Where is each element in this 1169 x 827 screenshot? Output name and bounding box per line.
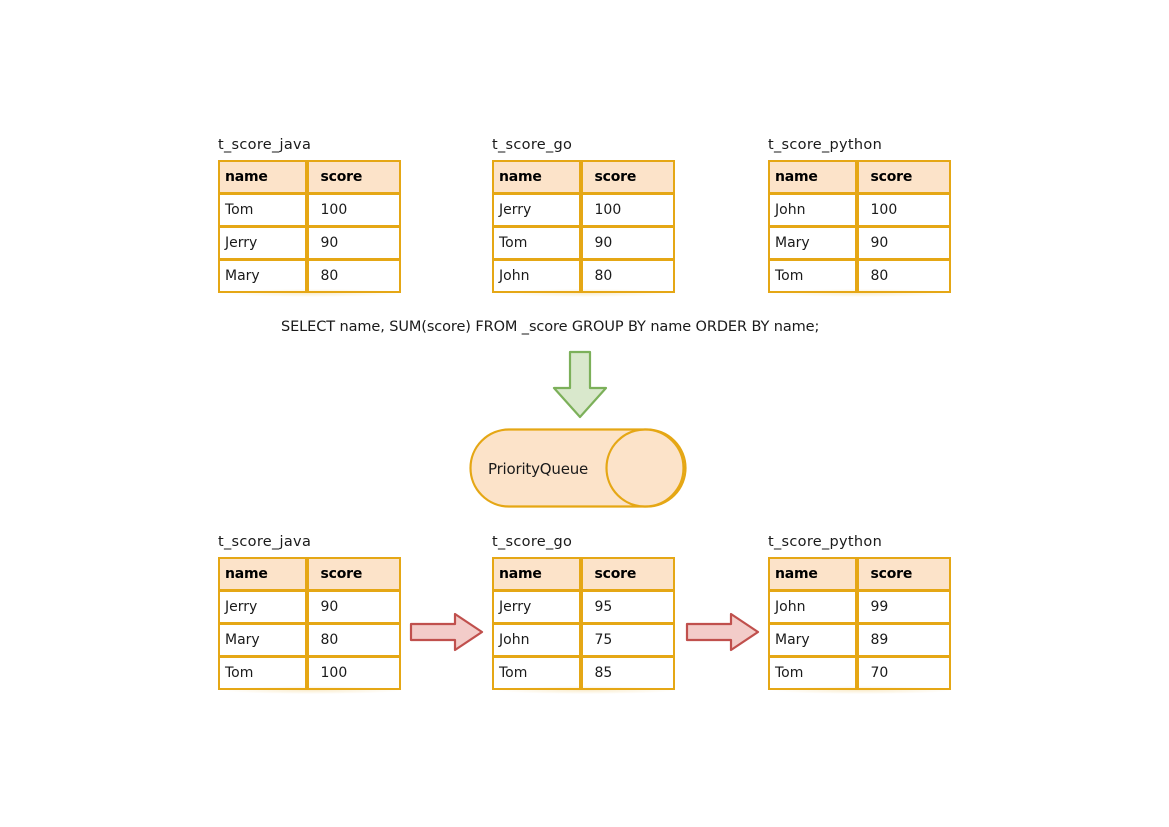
cell-score: 90 [306, 226, 401, 260]
table-title-bottom-java: t_score_java [218, 534, 312, 550]
header-cell-name: name [218, 159, 307, 194]
table-header-row: name score [492, 556, 675, 591]
cell-score: 90 [306, 590, 401, 624]
cell-name: Mary [768, 623, 857, 657]
table-row: Jerry 100 [492, 193, 675, 227]
header-cell-score: score [306, 159, 401, 194]
table-row: Jerry 90 [218, 226, 401, 260]
priority-queue-label: PriorityQueue [488, 460, 589, 478]
cell-name: Tom [218, 193, 307, 227]
cell-score: 90 [580, 226, 675, 260]
table-row: Mary 89 [768, 623, 951, 657]
cell-name: Tom [768, 259, 857, 293]
cell-score: 80 [306, 259, 401, 293]
cell-score: 85 [580, 656, 675, 690]
header-cell-name: name [492, 159, 581, 194]
table-row: Mary 80 [218, 623, 401, 657]
table-row: Tom 100 [218, 193, 401, 227]
cell-name: John [768, 193, 857, 227]
table-row: Tom 70 [768, 656, 951, 690]
table-row: John 100 [768, 193, 951, 227]
cell-name: John [492, 259, 581, 293]
table-header-row: name score [768, 556, 951, 591]
cell-score: 100 [306, 193, 401, 227]
red-right-arrow-icon-2 [685, 612, 760, 652]
header-cell-score: score [856, 556, 951, 591]
table-block-bottom-python: t_score_python name score John 99 Mary 8… [768, 534, 953, 694]
cell-score: 89 [856, 623, 951, 657]
header-cell-score: score [306, 556, 401, 591]
cell-name: Mary [218, 259, 307, 293]
header-cell-name: name [492, 556, 581, 591]
table-title-top-go: t_score_go [492, 137, 573, 153]
table-row: John 99 [768, 590, 951, 624]
table-row: Jerry 90 [218, 590, 401, 624]
cell-score: 75 [580, 623, 675, 657]
cell-score: 70 [856, 656, 951, 690]
sql-statement: SELECT name, SUM(score) FROM _score GROU… [281, 319, 820, 335]
score-table-bottom-go: name score Jerry 95 John 75 Tom 85 [492, 556, 675, 690]
table-header-row: name score [768, 159, 951, 194]
table-row: Jerry 95 [492, 590, 675, 624]
header-cell-name: name [768, 556, 857, 591]
table-row: Tom 80 [768, 259, 951, 293]
score-table-top-python: name score John 100 Mary 90 Tom 80 [768, 159, 951, 293]
cell-name: John [768, 590, 857, 624]
score-table-top-java: name score Tom 100 Jerry 90 Mary 80 [218, 159, 401, 293]
table-header-row: name score [218, 159, 401, 194]
table-header-row: name score [492, 159, 675, 194]
priority-queue-node: PriorityQueue [468, 427, 688, 513]
header-cell-score: score [580, 556, 675, 591]
cell-score: 80 [856, 259, 951, 293]
red-right-arrow-icon-1 [409, 612, 484, 652]
green-down-arrow-icon [552, 350, 608, 419]
cell-score: 95 [580, 590, 675, 624]
table-title-bottom-go: t_score_go [492, 534, 573, 550]
cell-name: John [492, 623, 581, 657]
cell-score: 99 [856, 590, 951, 624]
table-block-bottom-go: t_score_go name score Jerry 95 John 75 T… [492, 534, 677, 694]
cell-name: Jerry [218, 226, 307, 260]
cell-score: 80 [306, 623, 401, 657]
table-row: John 80 [492, 259, 675, 293]
table-title-top-python: t_score_python [768, 137, 883, 153]
cell-name: Tom [492, 656, 581, 690]
table-row: Mary 80 [218, 259, 401, 293]
cell-name: Jerry [492, 193, 581, 227]
cell-name: Tom [768, 656, 857, 690]
cell-score: 90 [856, 226, 951, 260]
header-cell-name: name [768, 159, 857, 194]
cell-name: Tom [218, 656, 307, 690]
table-row: Tom 90 [492, 226, 675, 260]
cell-score: 100 [856, 193, 951, 227]
table-header-row: name score [218, 556, 401, 591]
score-table-bottom-java: name score Jerry 90 Mary 80 Tom 100 [218, 556, 401, 690]
header-cell-score: score [580, 159, 675, 194]
cell-score: 100 [580, 193, 675, 227]
table-row: Tom 100 [218, 656, 401, 690]
table-title-bottom-python: t_score_python [768, 534, 883, 550]
header-cell-score: score [856, 159, 951, 194]
cell-name: Mary [218, 623, 307, 657]
cell-name: Jerry [218, 590, 307, 624]
table-title-top-java: t_score_java [218, 137, 312, 153]
table-row: John 75 [492, 623, 675, 657]
table-block-top-java: t_score_java name score Tom 100 Jerry 90… [218, 137, 403, 297]
header-cell-name: name [218, 556, 307, 591]
table-block-top-go: t_score_go name score Jerry 100 Tom 90 J… [492, 137, 677, 297]
table-row: Tom 85 [492, 656, 675, 690]
table-row: Mary 90 [768, 226, 951, 260]
cell-score: 80 [580, 259, 675, 293]
cell-name: Tom [492, 226, 581, 260]
cell-name: Mary [768, 226, 857, 260]
cell-name: Jerry [492, 590, 581, 624]
cylinder-shape-icon [469, 428, 687, 508]
score-table-top-go: name score Jerry 100 Tom 90 John 80 [492, 159, 675, 293]
table-block-top-python: t_score_python name score John 100 Mary … [768, 137, 953, 297]
table-block-bottom-java: t_score_java name score Jerry 90 Mary 80… [218, 534, 403, 694]
cell-score: 100 [306, 656, 401, 690]
score-table-bottom-python: name score John 99 Mary 89 Tom 70 [768, 556, 951, 690]
